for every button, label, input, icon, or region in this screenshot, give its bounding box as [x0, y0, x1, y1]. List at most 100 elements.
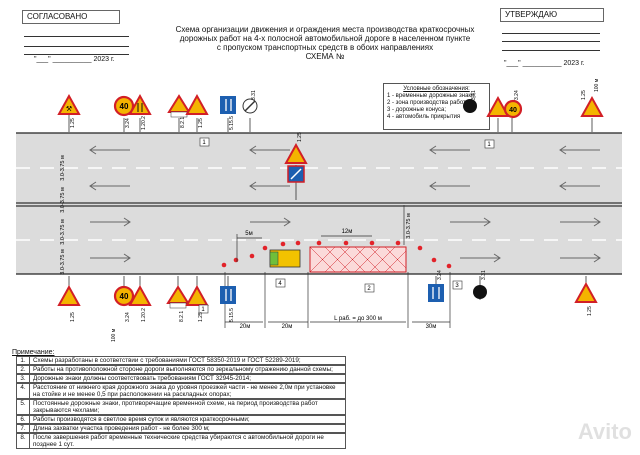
svg-text:3.24: 3.24 [437, 270, 443, 280]
sign-code-labels: 1.25 3.24 1.20.2 8.2.1 1.25 5.15.5 3.31 … [70, 78, 600, 342]
svg-text:3.31: 3.31 [471, 90, 477, 100]
svg-text:3.0-3.75 м: 3.0-3.75 м [60, 219, 66, 245]
end-restriction-sign-bottom-right [473, 285, 487, 299]
note-number: 6. [17, 416, 30, 423]
note-text: Длина захватки участка проведения работ … [33, 425, 210, 432]
legend-item: 1 - временные дорожные знаки; [387, 93, 477, 99]
svg-text:1.25: 1.25 [70, 312, 76, 322]
road-narrows-sign-bottom [128, 284, 152, 306]
svg-text:40: 40 [509, 107, 517, 114]
work-zone [309, 246, 407, 273]
approval-right-date: "___" __________ 2023 г. [504, 60, 585, 67]
title-line: СХЕМА № [305, 52, 345, 61]
svg-text:3.31: 3.31 [481, 270, 487, 280]
svg-text:20м: 20м [240, 324, 251, 330]
sign-line [24, 46, 129, 47]
svg-text:3.24: 3.24 [514, 90, 520, 100]
dimension-labels: 5м 12м 20м 20м L раб. = до 300 м 30м [240, 229, 437, 330]
lane-width-labels: 3.0-3.75 м 3.0-3.75 м 3.0-3.75 м 3.0-3.7… [60, 155, 412, 275]
approval-left-date: "___" __________ 2023 г. [34, 56, 115, 63]
note-number: 4. [17, 384, 30, 398]
note-number: 5. [17, 400, 30, 414]
note-text: Работы производятся в светлое время суто… [33, 416, 250, 423]
svg-text:100 м: 100 м [594, 78, 600, 92]
approval-left: СОГЛАСОВАНО "___" __________ 2023 г. [22, 10, 132, 70]
svg-text:1: 1 [201, 307, 205, 313]
sign-line [24, 54, 129, 55]
svg-text:3.0-3.75 м: 3.0-3.75 м [60, 155, 66, 181]
avito-watermark: Avito [577, 419, 632, 444]
svg-text:3.0-3.75 м: 3.0-3.75 м [60, 187, 66, 213]
svg-text:1: 1 [202, 140, 206, 146]
note-row: 4. Расстояние от нижнего края дорожного … [16, 383, 346, 399]
center-sign-group [284, 142, 308, 183]
svg-text:1: 1 [487, 142, 491, 148]
sign-line [502, 41, 600, 42]
svg-text:1.25: 1.25 [198, 312, 204, 322]
svg-text:1.25: 1.25 [297, 132, 303, 142]
cones [221, 240, 452, 269]
legend-item: 3 - дорожные конуса; [387, 107, 447, 113]
svg-text:3: 3 [455, 283, 459, 289]
roadworks-sign-bottom-left [57, 284, 81, 306]
svg-text:1.20.2: 1.20.2 [141, 116, 147, 130]
note-number: 8. [17, 434, 30, 448]
legend-item: 2 - зона производства работ; [387, 100, 468, 106]
sign-line [502, 33, 600, 34]
note-number: 1. [17, 357, 30, 364]
note-number: 3. [17, 375, 30, 382]
svg-text:100 м: 100 м [111, 328, 117, 342]
note-text: Схемы разработаны в соответствии с требо… [33, 357, 301, 364]
roadworks-sign-bottom-2 [185, 284, 209, 306]
arrow-right-lanes [90, 217, 601, 263]
svg-text:40: 40 [120, 292, 129, 301]
vehicle-cab [269, 251, 279, 266]
svg-text:1.25: 1.25 [70, 118, 76, 128]
svg-text:3.0-3.75 м: 3.0-3.75 м [406, 213, 412, 239]
svg-text:⚒: ⚒ [66, 105, 72, 113]
note-text: Расстояние от нижнего края дорожного зна… [33, 384, 336, 398]
note-text: После завершения работ временные техниче… [33, 434, 324, 448]
roadworks-sign-top-2 [185, 93, 209, 115]
callouts: 4 2 3 1 1 1 [198, 137, 495, 314]
note-text: Дорожные знаки должны соответствовать тр… [33, 375, 251, 382]
legend-title: Условные обозначения: [403, 86, 470, 92]
svg-text:1.25: 1.25 [198, 118, 204, 128]
svg-text:1.25: 1.25 [581, 90, 587, 100]
note-row: 6. Работы производятся в светлое время с… [16, 415, 346, 424]
approval-left-label: СОГЛАСОВАНО [22, 10, 120, 24]
note-row: 2. Работы на противоположной стороне дор… [16, 365, 346, 374]
approval-right: УТВЕРЖДАЮ "___" __________ 2023 г. [500, 8, 610, 70]
diagram-title: Схема организации движения и ограждения … [160, 25, 490, 61]
speed-limit-sign-top-right: 40 [503, 99, 523, 119]
lane-sign-top [220, 96, 236, 114]
svg-text:40: 40 [120, 102, 129, 111]
note-number: 2. [17, 366, 30, 373]
title-line: дорожных работ на 4-х полосной автомобил… [179, 34, 471, 43]
note-row: 5. Постоянные дорожные знаки, противореч… [16, 399, 346, 415]
svg-text:3.24: 3.24 [125, 118, 131, 128]
svg-text:L раб. = до 300 м: L раб. = до 300 м [334, 316, 382, 322]
legend-item: 4 - автомобиль прикрытия [387, 114, 461, 120]
notes-heading: Примечание: [12, 349, 55, 356]
svg-text:20м: 20м [282, 324, 293, 330]
title-line: Схема организации движения и ограждения … [175, 25, 475, 34]
note-row: 7. Длина захватки участка проведения раб… [16, 424, 346, 433]
svg-text:2: 2 [367, 286, 371, 292]
svg-text:4: 4 [278, 281, 282, 287]
note-row: 8. После завершения работ временные техн… [16, 433, 346, 449]
svg-text:5м: 5м [245, 231, 252, 237]
note-row: 3. Дорожные знаки должны соответствовать… [16, 374, 346, 383]
svg-text:3.24: 3.24 [125, 312, 131, 322]
roadworks-plate-sign-bottom [166, 285, 190, 309]
roadworks-plate-sign-top [167, 94, 191, 118]
speed-limit-sign-top: 40 [113, 95, 135, 117]
title-line: с пропуском транспортных средств в обоих… [216, 43, 434, 52]
svg-text:3.0-3.75 м: 3.0-3.75 м [60, 249, 66, 275]
lane-sign-bottom [220, 286, 236, 304]
dimension-lines [224, 205, 451, 328]
road-narrows-sign-top [128, 93, 152, 115]
work-zone-hatch [309, 246, 407, 273]
note-row: 1. Схемы разработаны в соответствии с тр… [16, 356, 346, 365]
roadworks-sign-top-right-2 [580, 95, 604, 117]
